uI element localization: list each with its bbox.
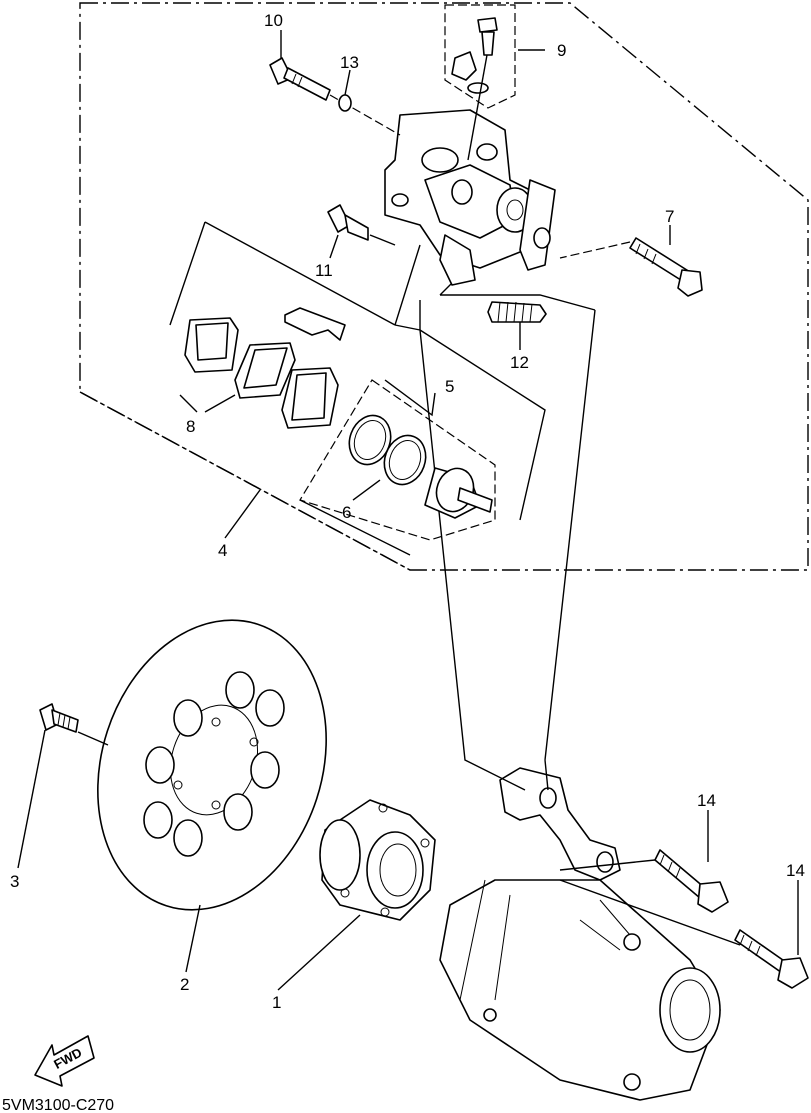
- disc-bolt: [39, 703, 109, 746]
- bracket-bolt-upper: [654, 849, 729, 913]
- callout-4: 4: [218, 541, 227, 560]
- pad-group-boundary: [169, 221, 421, 326]
- callout-leaders: [17, 30, 799, 991]
- forward-direction-arrow: FWD: [34, 1035, 95, 1087]
- guide-pin-11: [327, 204, 396, 246]
- piston-group-boundary: [299, 379, 496, 541]
- brake-pads: [184, 317, 339, 429]
- pad-shim: [284, 307, 346, 341]
- callout-5: 5: [445, 377, 454, 396]
- callout-6: 6: [342, 503, 351, 522]
- bleeder-group-bracket: [444, 4, 516, 109]
- diagram-part-code: 5VM3100-C270: [2, 1097, 114, 1113]
- callout-8: 8: [186, 417, 195, 436]
- callout-3: 3: [10, 872, 19, 891]
- bracket-bolt-lower: [734, 929, 809, 989]
- caliper-body: [384, 109, 556, 286]
- callout-2: 2: [180, 975, 189, 994]
- caliper-bracket-housing: [439, 767, 721, 1101]
- brake-disc: [97, 619, 327, 911]
- callout-14-lower: 14: [786, 861, 805, 880]
- callout-7: 7: [665, 207, 674, 226]
- caliper-bolt-7: [559, 237, 703, 297]
- callout-13: 13: [340, 53, 359, 72]
- callout-9: 9: [557, 41, 566, 60]
- caliper-piston: [424, 467, 493, 519]
- pad-spring-12: [487, 301, 547, 323]
- caliper-assembly-boundary: [79, 2, 809, 571]
- callout-10: 10: [264, 11, 283, 30]
- washer-13: [338, 94, 352, 112]
- caliper-bolt-10: [269, 57, 401, 136]
- piston-seals: [348, 414, 427, 486]
- callout-14-upper: 14: [697, 791, 716, 810]
- bleeder-screw: [451, 17, 498, 161]
- wheel-hub: [319, 799, 436, 921]
- callout-1: 1: [272, 993, 281, 1012]
- callout-12: 12: [510, 353, 529, 372]
- callout-11: 11: [315, 261, 333, 280]
